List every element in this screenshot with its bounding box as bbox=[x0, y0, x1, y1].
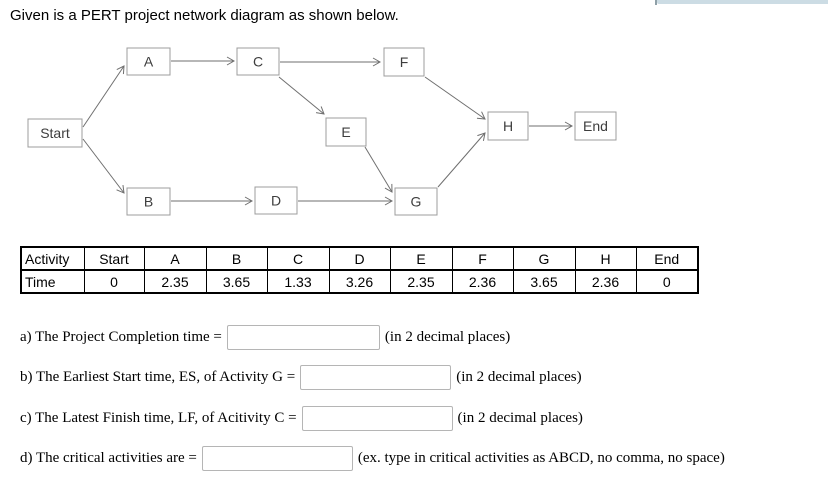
question-suffix-c: (in 2 decimal places) bbox=[457, 410, 583, 426]
question-suffix-b: (in 2 decimal places) bbox=[456, 369, 582, 385]
table-cell: G bbox=[512, 246, 576, 271]
question-suffix-a: (in 2 decimal places) bbox=[384, 329, 511, 345]
page-title: Given is a PERT project network diagram … bbox=[10, 7, 399, 24]
node-label-f: F bbox=[400, 54, 409, 70]
node-end: End bbox=[574, 111, 617, 141]
table-cell: F bbox=[451, 246, 514, 271]
question-row-b: b) The Earliest Start time, ES, of Activ… bbox=[20, 364, 582, 391]
node-box-b bbox=[126, 187, 171, 216]
table-cell: D bbox=[328, 246, 391, 271]
table-cell: H bbox=[574, 246, 637, 271]
node-e: E bbox=[325, 117, 367, 147]
node-box-h bbox=[487, 111, 529, 141]
answer-input-c[interactable] bbox=[301, 406, 453, 431]
table-cell: 0 bbox=[83, 269, 145, 294]
table-cell: Start bbox=[83, 246, 145, 271]
node-label-g: G bbox=[411, 194, 422, 210]
table-cell: End bbox=[635, 246, 699, 271]
node-box-f bbox=[383, 47, 425, 77]
node-box-d bbox=[254, 186, 298, 215]
node-label-b: B bbox=[144, 194, 153, 210]
table-cell: C bbox=[266, 246, 330, 271]
table-cell: 0 bbox=[635, 269, 699, 294]
node-h: H bbox=[487, 111, 529, 141]
node-box-g bbox=[394, 187, 438, 216]
node-b: B bbox=[126, 187, 171, 216]
node-start: Start bbox=[27, 118, 83, 148]
table-cell: 2.36 bbox=[574, 269, 637, 294]
pert-network-diagram: Start A B C D E F G H End bbox=[27, 47, 617, 216]
table-cell: 3.65 bbox=[205, 269, 268, 294]
table-cell: E bbox=[389, 246, 453, 271]
edge-f-h bbox=[424, 76, 486, 120]
edge-c-e bbox=[278, 76, 325, 115]
node-label-e: E bbox=[341, 124, 350, 140]
node-f: F bbox=[383, 47, 425, 77]
table-cell: 2.36 bbox=[451, 269, 514, 294]
edge-start-a bbox=[82, 65, 125, 128]
scrollbar-remnant-bar[interactable] bbox=[657, 0, 828, 4]
node-a: A bbox=[126, 47, 171, 76]
table-cell: 1.33 bbox=[266, 269, 330, 294]
edge-e-g bbox=[364, 146, 393, 193]
node-box-e bbox=[325, 117, 367, 147]
question-label-c: c) The Latest Finish time, LF, of Acitiv… bbox=[20, 410, 297, 426]
node-label-d: D bbox=[271, 193, 281, 209]
question-label-d: d) The critical activities are = bbox=[20, 450, 197, 466]
frame-edge-tick bbox=[655, 0, 657, 5]
node-box-a bbox=[126, 47, 171, 76]
question-row-d: d) The critical activities are = (ex. typ… bbox=[20, 445, 725, 472]
node-box-start bbox=[27, 118, 83, 148]
node-label-a: A bbox=[144, 54, 154, 70]
question-label-a: a) The Project Completion time = bbox=[20, 329, 222, 345]
table-cell: 3.65 bbox=[512, 269, 576, 294]
node-label-start: Start bbox=[40, 125, 70, 141]
node-g: G bbox=[394, 187, 438, 216]
row-header-activity: Activity bbox=[20, 246, 85, 271]
answer-input-b[interactable] bbox=[300, 365, 452, 390]
edge-start-b bbox=[82, 138, 125, 194]
edge-g-h bbox=[437, 132, 486, 188]
table-cell: 3.26 bbox=[328, 269, 391, 294]
answer-input-d[interactable] bbox=[201, 446, 353, 471]
node-box-c bbox=[236, 47, 280, 76]
node-label-h: H bbox=[503, 118, 513, 134]
table-cell: B bbox=[205, 246, 268, 271]
node-box-end bbox=[574, 111, 617, 141]
node-d: D bbox=[254, 186, 298, 215]
table-cell: A bbox=[143, 246, 207, 271]
node-c: C bbox=[236, 47, 280, 76]
question-row-a: a) The Project Completion time = (in 2 de… bbox=[20, 324, 510, 351]
question-row-c: c) The Latest Finish time, LF, of Acitiv… bbox=[20, 405, 583, 432]
table-cell: 2.35 bbox=[389, 269, 453, 294]
node-label-c: C bbox=[253, 54, 263, 70]
question-label-b: b) The Earliest Start time, ES, of Activ… bbox=[20, 369, 296, 385]
node-label-end: End bbox=[583, 118, 608, 134]
answer-input-a[interactable] bbox=[226, 325, 380, 350]
row-header-time: Time bbox=[20, 269, 85, 294]
table-cell: 2.35 bbox=[143, 269, 207, 294]
question-suffix-d: (ex. type in critical activities as ABCD… bbox=[357, 450, 725, 466]
